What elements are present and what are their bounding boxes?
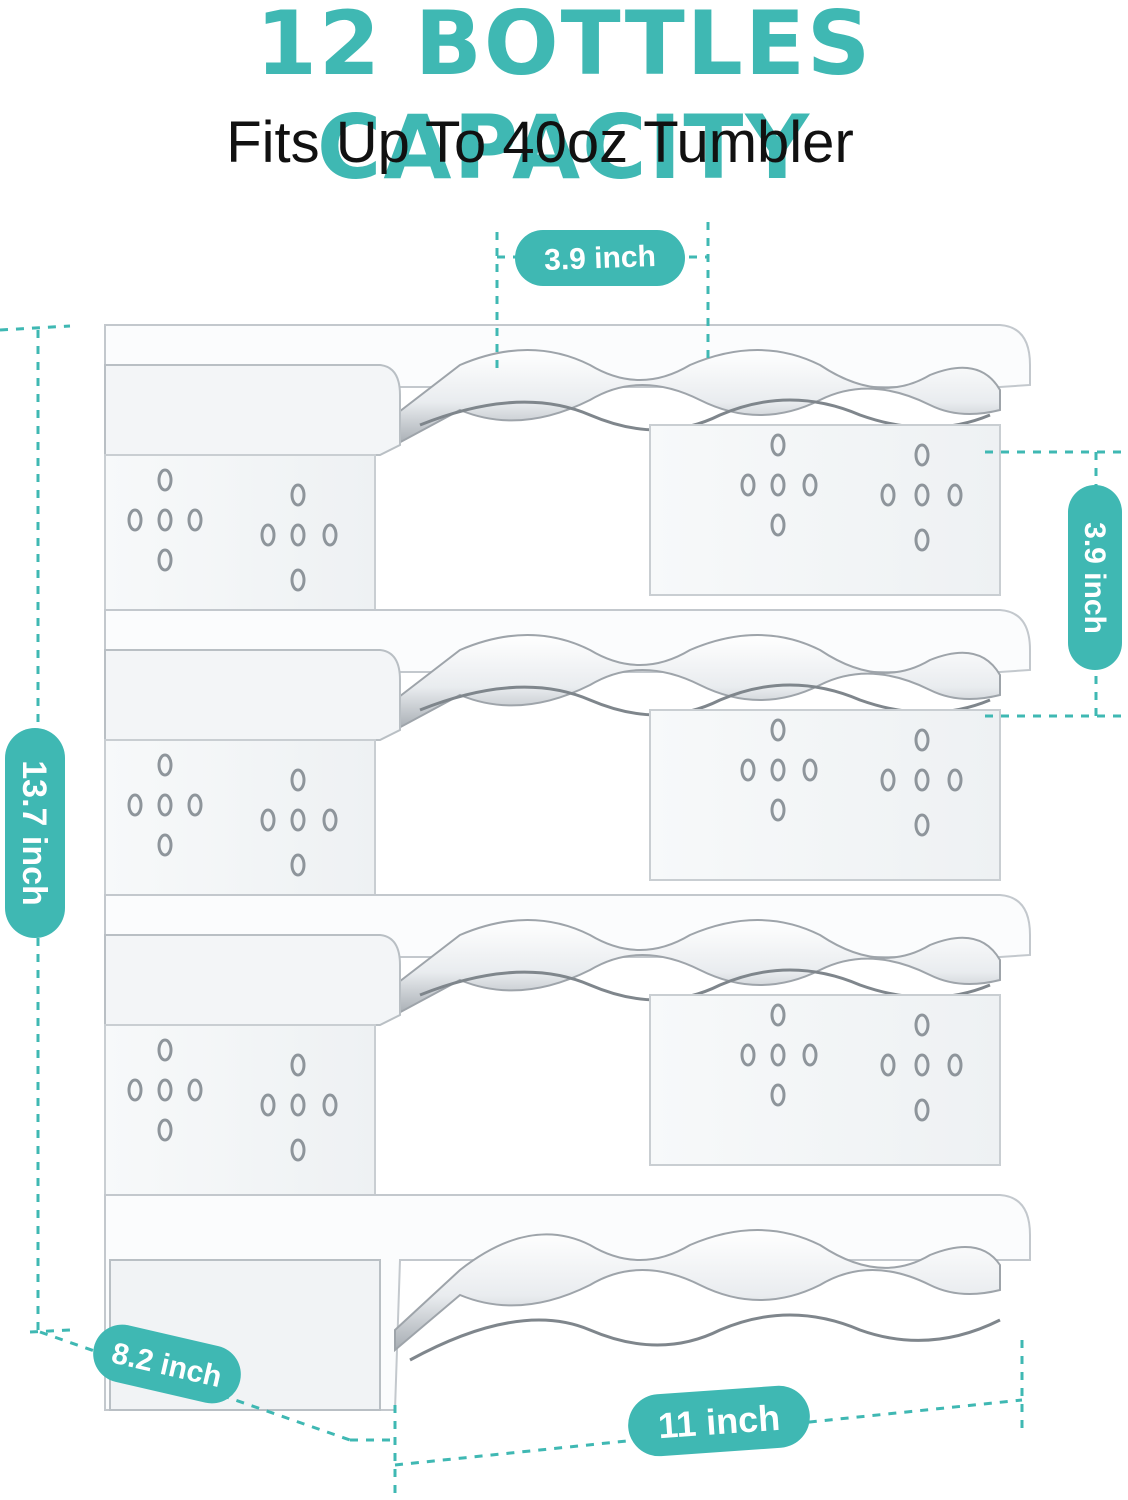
- dimension-total-height-pill: [5, 728, 65, 938]
- dimension-tier-height-pill: [1068, 485, 1122, 670]
- dimension-depth-pill: [93, 1324, 241, 1404]
- dimension-top-width-pill: [515, 230, 685, 286]
- dimension-width-label: 11 inch: [657, 1397, 782, 1446]
- dimension-total-height-label: 13.7 inch: [15, 760, 53, 906]
- headline-capacity: 12 BOTTLES CAPACITY: [255, 0, 873, 199]
- rack-tier-1: [105, 325, 1030, 625]
- dimension-top-width-label: 3.9 inch: [544, 240, 657, 277]
- rack-tier-3: [105, 895, 1030, 1195]
- rack-tier-2: [105, 610, 1030, 910]
- rack-tier-4: [104, 1194, 1031, 1411]
- subheadline-tumbler: Fits Up To 40oz Tumbler: [226, 110, 854, 175]
- dimension-width-pill: [628, 1385, 810, 1457]
- dimension-tier-height-label: 3.9 inch: [1078, 522, 1111, 634]
